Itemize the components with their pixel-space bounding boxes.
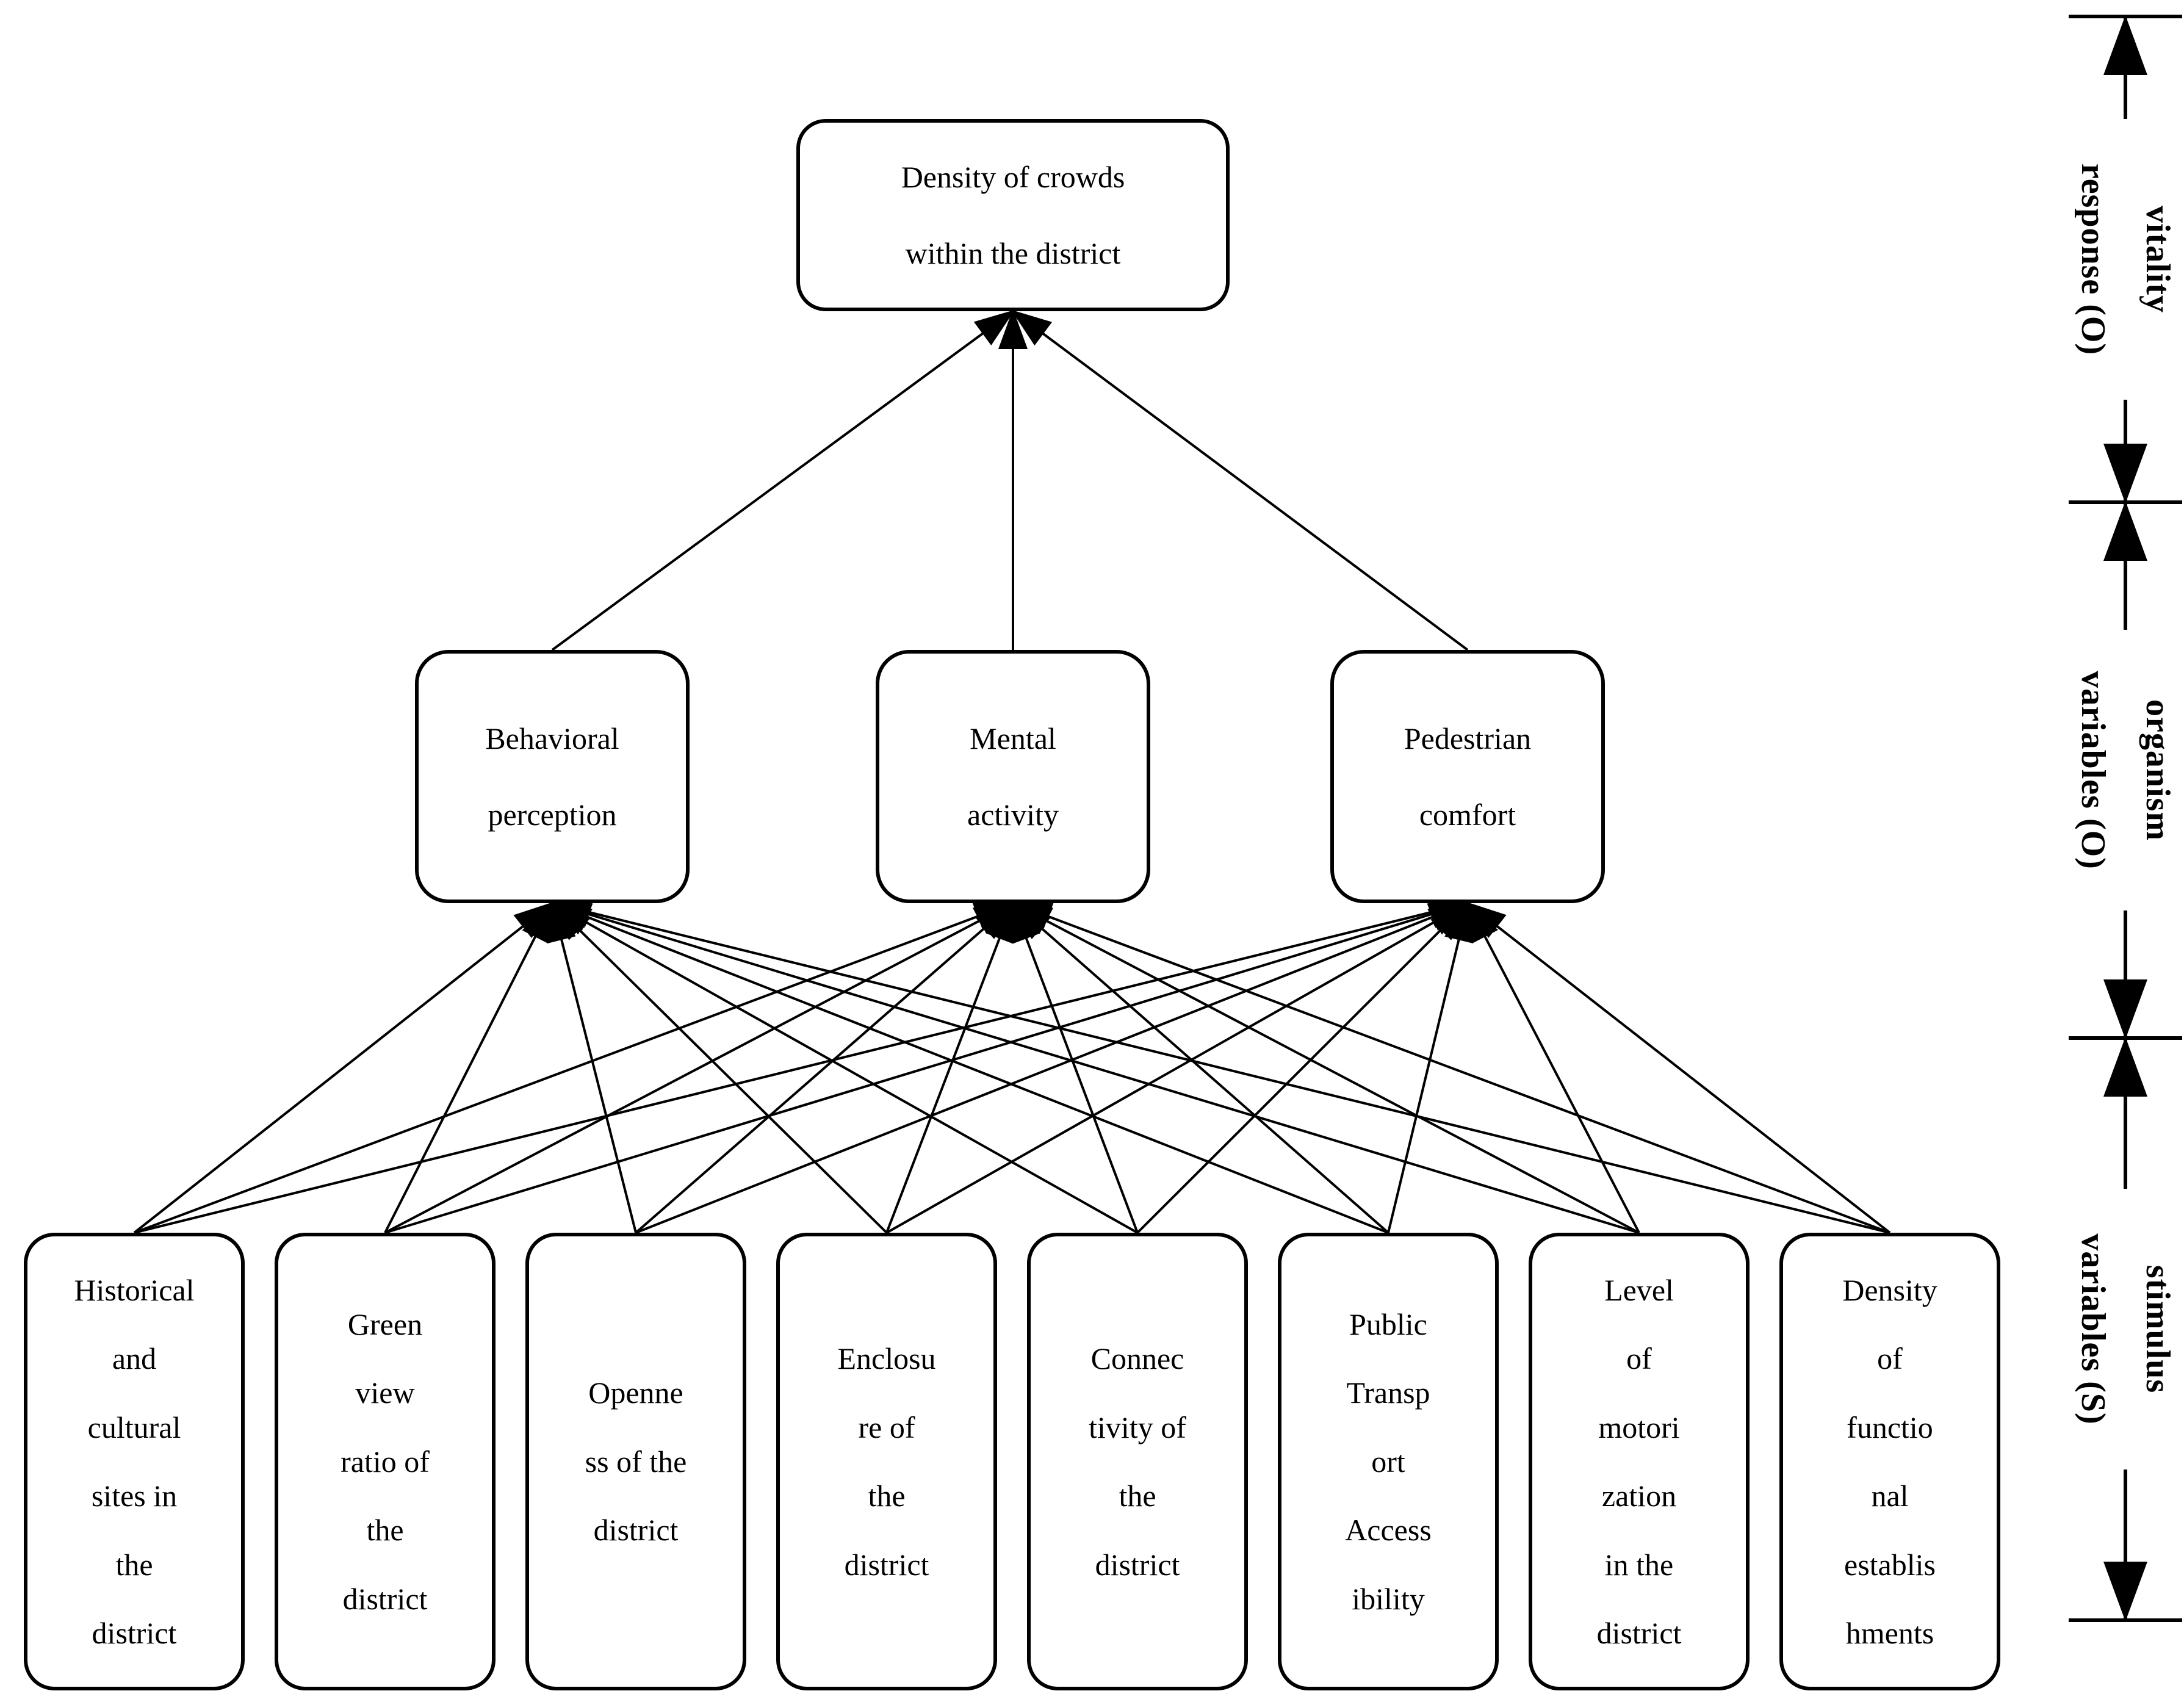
edge-line-s7-to-mental_activity — [1011, 902, 1640, 1234]
edge-line-s8-to-pedestrian_comfort — [1465, 901, 1891, 1234]
edge-line-s4-to-pedestrian_comfort — [886, 902, 1470, 1234]
edge-line-s8-to-behavioral_perception — [550, 898, 1890, 1234]
stimulus-box-density-functional-establishments: Density of functio nal establis hments — [1779, 1233, 2000, 1690]
stimulus-box-enclosure: Enclosu re of the district — [776, 1233, 997, 1690]
edge-line-s4-to-mental_activity — [885, 901, 1014, 1233]
edge-line-s2-to-pedestrian_comfort — [384, 900, 1470, 1234]
stimulus-box-level-of-motorization: Level of motori zation in the district — [1529, 1233, 1750, 1690]
edge-line-s6-to-mental_activity — [1011, 901, 1389, 1234]
stimulus-box-openness: Openne ss of the district — [525, 1233, 746, 1690]
stimulus-box-public-transport-accessibility: Public Transp ort Access ibility — [1278, 1233, 1499, 1690]
organism-box-mental-activity: Mental activity — [876, 650, 1150, 903]
edge-line-s1-to-pedestrian_comfort — [134, 898, 1470, 1234]
edge-line-s2-to-mental_activity — [384, 902, 1015, 1234]
edge-line-s6-to-pedestrian_comfort — [1387, 901, 1473, 1233]
organism-box-pedestrian-comfort: Pedestrian comfort — [1330, 650, 1605, 903]
edge-line-s5-to-behavioral_perception — [550, 902, 1138, 1234]
response-box-density-of-crowds: Density of crowds within the district — [796, 119, 1230, 311]
edge-line-s7-to-pedestrian_comfort — [1466, 901, 1640, 1233]
ruler-label-stimulus-variables: stimulus variables (S) — [2060, 1189, 2184, 1469]
stimulus-box-green-view-ratio: Green view ratio of the district — [275, 1233, 496, 1690]
edge-line-s8-to-mental_activity — [1011, 902, 1890, 1234]
edge-line-s1-to-behavioral_perception — [133, 901, 555, 1234]
ruler-label-vitality-response: vitality response (O) — [2060, 119, 2184, 400]
edge-line-s4-to-behavioral_perception — [550, 901, 888, 1234]
edge-line-s1-to-mental_activity — [134, 902, 1015, 1234]
edge-line-s7-to-behavioral_perception — [550, 900, 1640, 1234]
edge-line-s3-to-mental_activity — [635, 901, 1015, 1234]
stimulus-box-historical-cultural-sites: Historical and cultural sites in the dis… — [24, 1233, 245, 1690]
organism-box-behavioral-perception: Behavioral perception — [415, 650, 690, 903]
stimulus-box-connectivity: Connec tivity of the district — [1027, 1233, 1248, 1690]
edge-line-s3-to-behavioral_perception — [547, 901, 637, 1233]
diagram-edges — [133, 309, 1891, 1234]
edge-line-s6-to-behavioral_perception — [550, 902, 1389, 1234]
edge-line-behavioral_perception-to-density_of_crowds — [551, 309, 1015, 651]
edge-line-s5-to-pedestrian_comfort — [1136, 901, 1469, 1234]
edge-line-s5-to-mental_activity — [1012, 901, 1139, 1233]
ruler-label-organism-variables: organism variables (O) — [2060, 630, 2184, 910]
edge-line-s3-to-pedestrian_comfort — [635, 902, 1470, 1234]
edge-line-pedestrian_comfort-to-density_of_crowds — [1011, 309, 1469, 651]
edge-line-s2-to-behavioral_perception — [384, 901, 553, 1233]
